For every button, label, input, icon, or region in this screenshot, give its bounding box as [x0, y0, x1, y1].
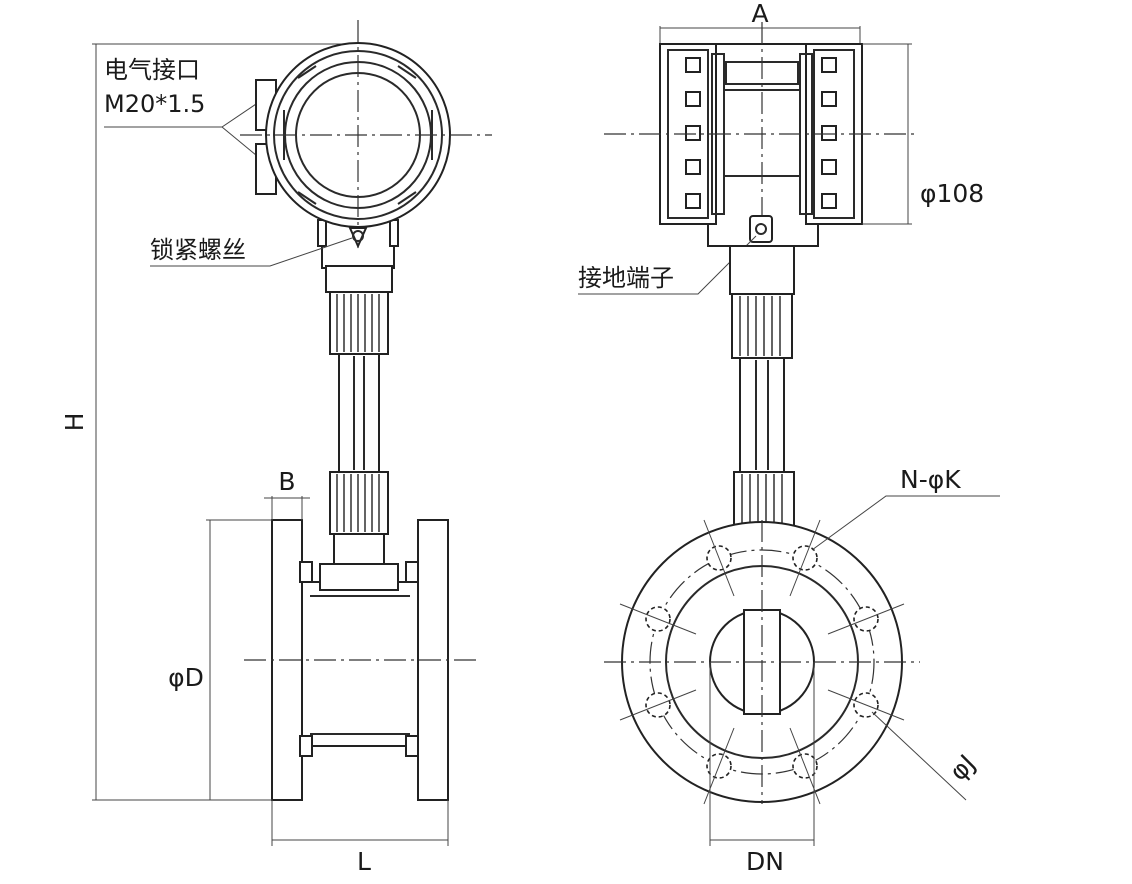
nominal-diameter-dimension: DN	[709, 662, 815, 876]
length-dimension: L	[271, 800, 449, 876]
front-upper-ribbed-collar	[731, 293, 793, 359]
ground-terminal	[749, 215, 773, 243]
side-view: H 电气接口 M20*1.5	[60, 20, 492, 876]
upper-collar-base	[325, 265, 393, 293]
head-neck-side-right	[389, 219, 399, 247]
lower-ribbed-collar	[329, 471, 389, 535]
bolt-holes	[619, 519, 905, 805]
housing-diameter-label: φ108	[920, 179, 984, 208]
body-boss	[319, 563, 399, 591]
head-neck-side-left	[317, 219, 327, 247]
flange-thickness-dimension: B	[264, 467, 310, 520]
flange-thickness-label: B	[278, 467, 295, 496]
bolt-holes-label: N-φK	[900, 465, 961, 494]
front-stem	[739, 357, 785, 473]
nominal-diameter-label: DN	[746, 847, 784, 876]
upper-ribbed-collar	[329, 291, 389, 355]
electrical-interface-label: 电气接口	[104, 56, 200, 84]
front-view: A	[578, 0, 1000, 876]
front-lower-ribbed-collar	[733, 471, 795, 527]
height-dimension: H	[60, 43, 360, 801]
meter-body	[299, 581, 419, 747]
bolt-circle-label: φJ	[944, 749, 981, 786]
ground-terminal-label: 接地端子	[578, 264, 674, 292]
length-label: L	[357, 847, 371, 876]
thread-spec-label: M20*1.5	[104, 90, 205, 118]
height-label: H	[60, 413, 89, 432]
width-dimension: A	[659, 0, 861, 44]
lower-collar-base	[333, 533, 385, 565]
width-label: A	[751, 0, 768, 28]
locking-screw-label: 锁紧螺丝	[150, 236, 246, 264]
flange-diameter-label: φD	[168, 663, 204, 692]
flange-diameter-dimension: φD	[168, 519, 272, 801]
stem	[338, 353, 380, 473]
transmitter-housing	[659, 43, 863, 247]
housing-diameter-dimension: φ108	[862, 43, 984, 225]
